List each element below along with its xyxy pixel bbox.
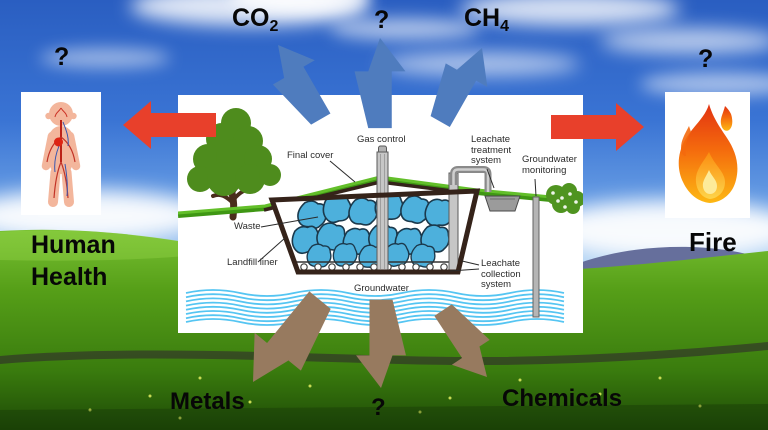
- final-cover-label: Final cover: [287, 150, 334, 161]
- flame-icon: [678, 104, 738, 203]
- waste-bags: [288, 190, 455, 270]
- groundwater-band: [185, 289, 565, 326]
- leachate-treatment-basin: [484, 195, 521, 212]
- bush: [546, 183, 583, 214]
- gas-control-pipe: [376, 145, 389, 272]
- landfill-liner-label: Landfill liner: [227, 257, 278, 268]
- unknown-gas-label: ?: [374, 6, 390, 34]
- tree: [187, 108, 281, 221]
- human-figure-icon: [41, 102, 81, 207]
- hill-highlight: [0, 230, 230, 261]
- chemicals-label: Chemicals: [502, 385, 623, 412]
- monitoring-well-pipe: [532, 196, 540, 318]
- unknown-left-label: ?: [54, 43, 70, 71]
- groundwater-monitoring-label: Groundwater monitoring: [522, 154, 577, 176]
- foreground-shade: [0, 404, 768, 430]
- landfill-diagram-card: Gas control Final cover Leachate treatme…: [178, 95, 583, 333]
- cloud: [460, 0, 680, 26]
- cloud: [330, 18, 480, 40]
- waste-label: Waste: [234, 221, 261, 232]
- co2-label: CO2: [232, 4, 279, 35]
- cloud: [40, 48, 170, 68]
- leachate-collection-label: Leachate collection system: [481, 258, 521, 290]
- fire-label: Fire: [689, 227, 737, 257]
- unknown-right-label: ?: [698, 45, 714, 73]
- metals-label: Metals: [170, 388, 245, 415]
- cloud: [600, 28, 768, 54]
- human-health-label: Human Health: [31, 231, 116, 291]
- landfill-liner-outline: [268, 188, 481, 275]
- ch4-label: CH4: [464, 4, 510, 35]
- unknown-bottom-label: ?: [371, 394, 386, 421]
- human-health-card: [21, 92, 101, 215]
- gas-control-label: Gas control: [357, 134, 406, 145]
- groundwater-label: Groundwater: [354, 283, 409, 294]
- leachate-treatment-label: Leachate treatment system: [471, 134, 512, 166]
- fire-card: [665, 92, 750, 218]
- hedgerow-band: [0, 342, 768, 366]
- cloud: [230, 0, 370, 12]
- landfill-illustration: [178, 108, 583, 326]
- label-leader-lines: [257, 160, 537, 272]
